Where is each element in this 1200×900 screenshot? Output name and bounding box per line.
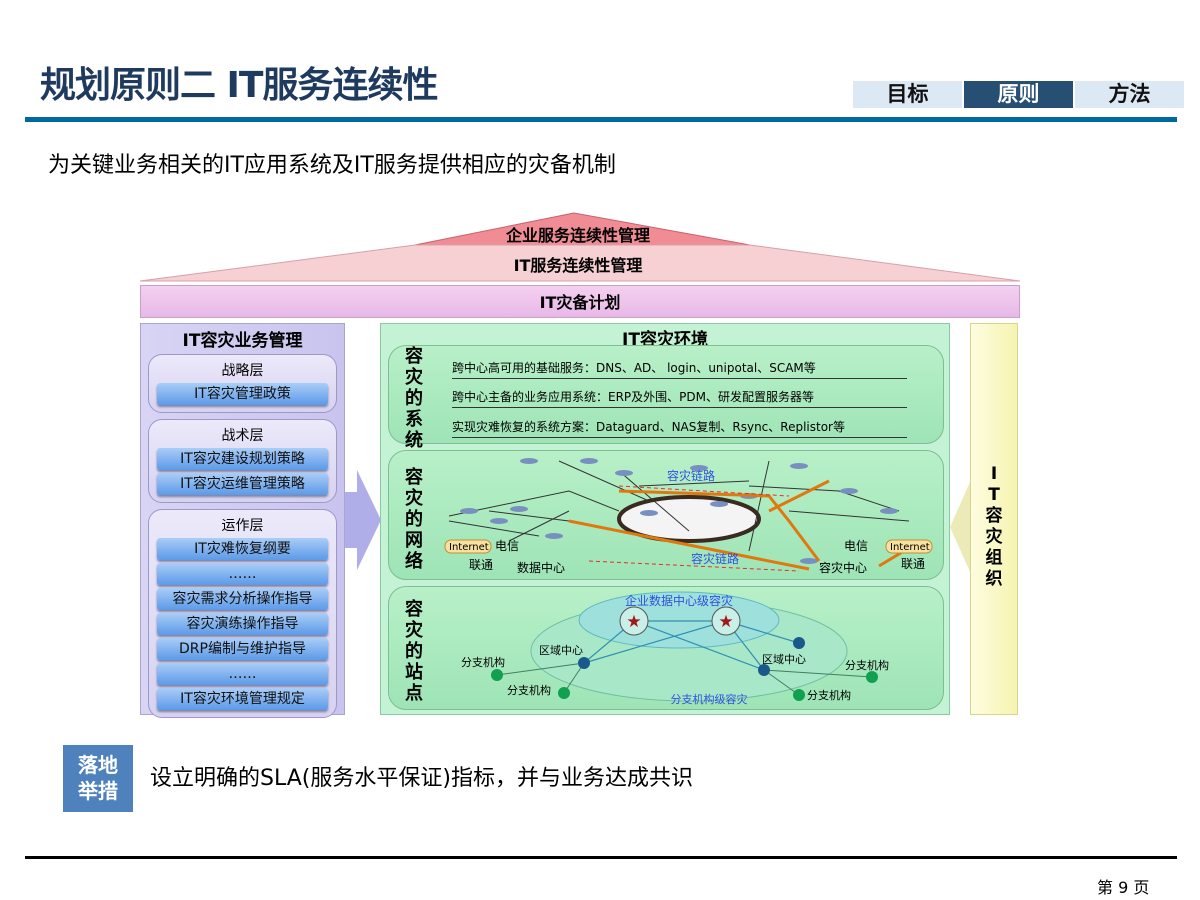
item: …… (157, 663, 328, 685)
dr-link-top-label: 容灾链路 (667, 468, 715, 483)
page-title: 规划原则二 IT服务连续性 (40, 65, 438, 106)
section-label: 容灾的站点 (405, 599, 423, 704)
measure-text: 设立明确的SLA(服务水平保证)指标，并与业务达成共识 (150, 766, 693, 791)
group-title: 战略层 (221, 363, 264, 379)
group-operational: 运作层 IT灾难恢复纲要 …… 容灾需求分析操作指导 容灾演练操作指导 DRP编… (148, 509, 337, 718)
dr-environment-panel: IT容灾环境 容灾的系统 跨中心高可用的基础服务：DNS、AD、 login、u… (380, 323, 950, 715)
internet-right-label: Internet (890, 542, 930, 553)
item: IT灾难恢复纲要 (157, 538, 328, 560)
dr-link-bottom-label: 容灾链路 (691, 551, 739, 566)
group-tactical: 战术层 IT容灾建设规划策略 IT容灾运维管理策略 (148, 419, 337, 503)
internet-left-label: Internet (449, 542, 489, 553)
section-label: 容灾的网络 (405, 467, 423, 572)
subtitle: 为关键业务相关的IT应用系统及IT服务提供相应的灾备机制 (48, 153, 616, 178)
item: 容灾需求分析操作指导 (157, 588, 328, 610)
item: …… (157, 563, 328, 585)
item: DRP编制与维护指导 (157, 638, 328, 660)
data-center-label: 数据中心 (517, 560, 565, 575)
telecom-right-label: 电信 (844, 539, 868, 553)
unicom-left-label: 联通 (469, 558, 493, 572)
star-icon: ★ (718, 612, 733, 632)
section-label: 容灾的系统 (405, 346, 423, 451)
measure-badge: 落地 举措 (63, 745, 133, 812)
dr-network-section: 容灾的网络 容灾链路 容灾链路 Internet 电信 联通 数据中心 电信 I… (388, 450, 944, 580)
header-divider (25, 117, 1177, 122)
roof-middle-label: IT服务连续性管理 (514, 256, 643, 275)
dr-systems-section: 容灾的系统 跨中心高可用的基础服务：DNS、AD、 login、unipotal… (388, 345, 944, 451)
item: IT容灾建设规划策略 (157, 448, 328, 470)
system-line: 实现灾难恢复的系统方案：Dataguard、NAS复制、Rsync、Replis… (452, 418, 907, 438)
roof-base-shape (139, 244, 1021, 282)
telecom-left-label: 电信 (495, 539, 519, 553)
panel-title: IT容灾业务管理 (182, 331, 303, 351)
network-diagram: 容灾链路 容灾链路 Internet 电信 联通 数据中心 电信 Interne… (444, 458, 933, 575)
branch-label: 分支机构 (807, 688, 851, 702)
region-center-label: 区域中心 (539, 644, 583, 657)
arrow-right-icon (345, 470, 381, 570)
footer-divider (25, 856, 1177, 859)
branch-label: 分支机构 (845, 658, 889, 672)
tab-method[interactable]: 方法 (1075, 81, 1184, 108)
group-title: 运作层 (221, 518, 264, 534)
item: 容灾演练操作指导 (157, 613, 328, 635)
enterprise-level-label: 企业数据中心级容灾 (625, 593, 733, 608)
system-line: 跨中心主备的业务应用系统：ERP及外围、PDM、研发配置服务器等 (452, 388, 907, 408)
item: IT容灾管理政策 (157, 383, 328, 405)
badge-label: 落地 举措 (78, 753, 118, 803)
core-ring (617, 495, 761, 543)
region-center-label: 区域中心 (762, 653, 806, 666)
branch-level-label: 分支机构级容灾 (671, 692, 748, 706)
branch-label: 分支机构 (507, 683, 551, 697)
sites-diagram: ★ ★ 企业数据中心级容灾 区域中心 区域中心 分支机构 分支机构 分支机构 分… (461, 591, 889, 706)
item: IT容灾环境管理规定 (157, 688, 328, 710)
internet-left-badge (444, 539, 492, 554)
roof: 企业服务连续性管理 IT服务连续性管理 (139, 212, 1021, 282)
enterprise-dc-node (711, 606, 741, 636)
roof-top-label: 企业服务连续性管理 (505, 226, 650, 245)
branch-label: 分支机构 (461, 655, 505, 669)
group-strategic: 战略层 IT容灾管理政策 (148, 354, 337, 413)
item: IT容灾运维管理策略 (157, 473, 328, 495)
unicom-right-label: 联通 (901, 557, 925, 571)
dr-plan-bar: IT灾备计划 (140, 285, 1020, 318)
internet-right-badge (885, 539, 933, 554)
enterprise-dc-node (619, 606, 649, 636)
dr-sites-section: 容灾的站点 ★ ★ 企业数据中心级容灾 区域中心 区域中心 分支机构 分支机构 … (388, 586, 944, 710)
group-title: 战术层 (221, 428, 264, 444)
dr-center-label: 容灾中心 (819, 560, 867, 575)
business-management-panel: IT容灾业务管理 战略层 IT容灾管理政策 战术层 IT容灾建设规划策略 IT容… (140, 323, 345, 718)
page-number: 第 9 页 (1097, 878, 1150, 897)
tab-goal[interactable]: 目标 (853, 81, 962, 108)
system-line: 跨中心高可用的基础服务：DNS、AD、 login、unipotal、SCAM等 (452, 359, 907, 379)
star-icon: ★ (626, 612, 641, 632)
arrow-left-icon (950, 482, 970, 572)
tab-principle[interactable]: 原则 (964, 81, 1073, 108)
